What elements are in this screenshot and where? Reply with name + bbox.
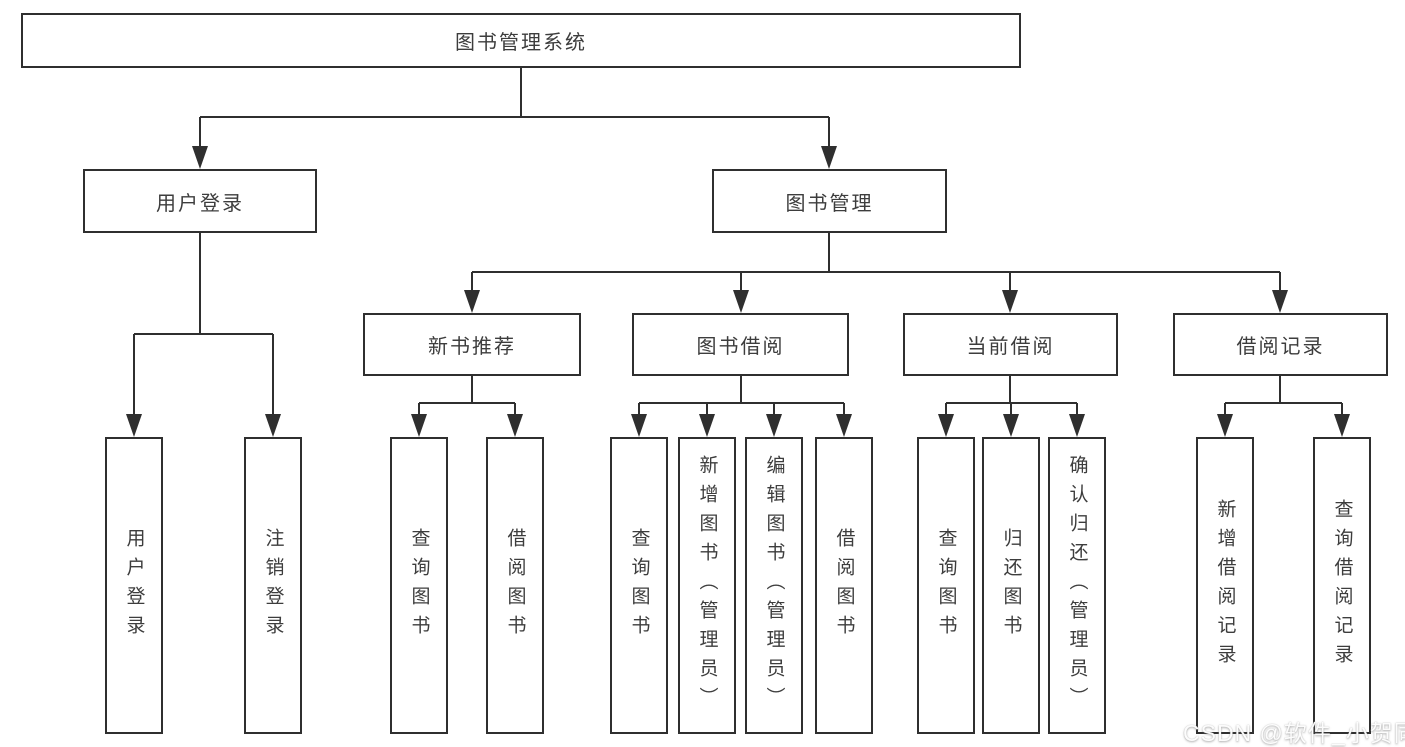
- node-query-books-current-label: 查询图书: [935, 527, 957, 644]
- arrowhead: [1069, 414, 1085, 437]
- node-logout-action-label: 注销登录: [262, 527, 284, 644]
- connector-book-borrow-branch: [638, 376, 845, 418]
- arrowhead: [411, 414, 427, 437]
- arrowheads: [126, 146, 1350, 437]
- node-add-borrow-record-label: 新增借阅记录: [1214, 498, 1236, 673]
- arrowhead: [1334, 414, 1350, 437]
- arrowhead: [631, 414, 647, 437]
- node-borrow-records: 借阅记录: [1173, 313, 1388, 376]
- node-book-borrow-label: 图书借阅: [696, 336, 785, 358]
- arrowhead: [507, 414, 523, 437]
- node-confirm-return-admin-label: 确认归还（管理员）: [1066, 455, 1088, 716]
- arrowhead: [464, 290, 480, 313]
- node-root-label: 图书管理系统: [455, 32, 587, 54]
- arrowhead: [699, 414, 715, 437]
- node-book-borrow: 图书借阅: [632, 313, 849, 376]
- arrowhead: [733, 290, 749, 313]
- node-borrow-books-action-label: 借阅图书: [833, 527, 855, 644]
- node-return-books-label: 归还图书: [1000, 527, 1022, 644]
- connector-new-book-branch: [418, 376, 516, 418]
- node-add-book-admin: 新增图书（管理员）: [678, 437, 736, 734]
- node-query-borrow-record: 查询借阅记录: [1313, 437, 1371, 734]
- node-borrow-records-label: 借阅记录: [1236, 336, 1325, 358]
- node-current-borrow-label: 当前借阅: [966, 336, 1055, 358]
- connector-borrow-records-branch: [1224, 376, 1343, 418]
- connector-user-login-branch: [133, 233, 274, 418]
- node-borrow-books-recommend: 借阅图书: [486, 437, 544, 734]
- arrowhead: [938, 414, 954, 437]
- node-query-books-recommend-label: 查询图书: [408, 527, 430, 644]
- node-query-books-borrow: 查询图书: [610, 437, 668, 734]
- node-user-login-action-label: 用户登录: [123, 527, 145, 644]
- connector-book-management-branch: [471, 232, 1281, 294]
- arrowhead: [1003, 414, 1019, 437]
- arrowhead: [192, 146, 208, 169]
- node-logout-action: 注销登录: [244, 437, 302, 734]
- node-add-borrow-record: 新增借阅记录: [1196, 437, 1254, 734]
- node-confirm-return-admin: 确认归还（管理员）: [1048, 437, 1106, 734]
- node-query-borrow-record-label: 查询借阅记录: [1331, 498, 1353, 673]
- arrowhead: [265, 414, 281, 437]
- arrowhead: [1002, 290, 1018, 313]
- connector-root-to-level2: [199, 68, 830, 150]
- arrowhead: [766, 414, 782, 437]
- node-user-login-action: 用户登录: [105, 437, 163, 734]
- node-query-books-current: 查询图书: [917, 437, 975, 734]
- node-query-books-recommend: 查询图书: [390, 437, 448, 734]
- csdn-watermark: CSDN @软件_小贺同学: [1183, 720, 1405, 746]
- node-current-borrow: 当前借阅: [903, 313, 1118, 376]
- node-new-book-recommend: 新书推荐: [363, 313, 581, 376]
- node-return-books: 归还图书: [982, 437, 1040, 734]
- arrowhead: [1272, 290, 1288, 313]
- node-user-login: 用户登录: [83, 169, 317, 233]
- arrowhead: [126, 414, 142, 437]
- node-edit-book-admin: 编辑图书（管理员）: [745, 437, 803, 734]
- node-borrow-books-recommend-label: 借阅图书: [504, 527, 526, 644]
- connector-current-borrow-branch: [945, 376, 1078, 418]
- node-borrow-books-action: 借阅图书: [815, 437, 873, 734]
- arrowhead: [1217, 414, 1233, 437]
- arrowhead: [821, 146, 837, 169]
- node-edit-book-admin-label: 编辑图书（管理员）: [763, 455, 785, 716]
- arrowhead: [836, 414, 852, 437]
- node-book-management: 图书管理: [712, 169, 947, 233]
- node-root: 图书管理系统: [21, 13, 1021, 68]
- node-book-management-label: 图书管理: [785, 192, 874, 215]
- node-user-login-label: 用户登录: [156, 192, 244, 215]
- node-new-book-recommend-label: 新书推荐: [428, 336, 516, 358]
- node-add-book-admin-label: 新增图书（管理员）: [696, 455, 718, 716]
- node-query-books-borrow-label: 查询图书: [628, 527, 650, 644]
